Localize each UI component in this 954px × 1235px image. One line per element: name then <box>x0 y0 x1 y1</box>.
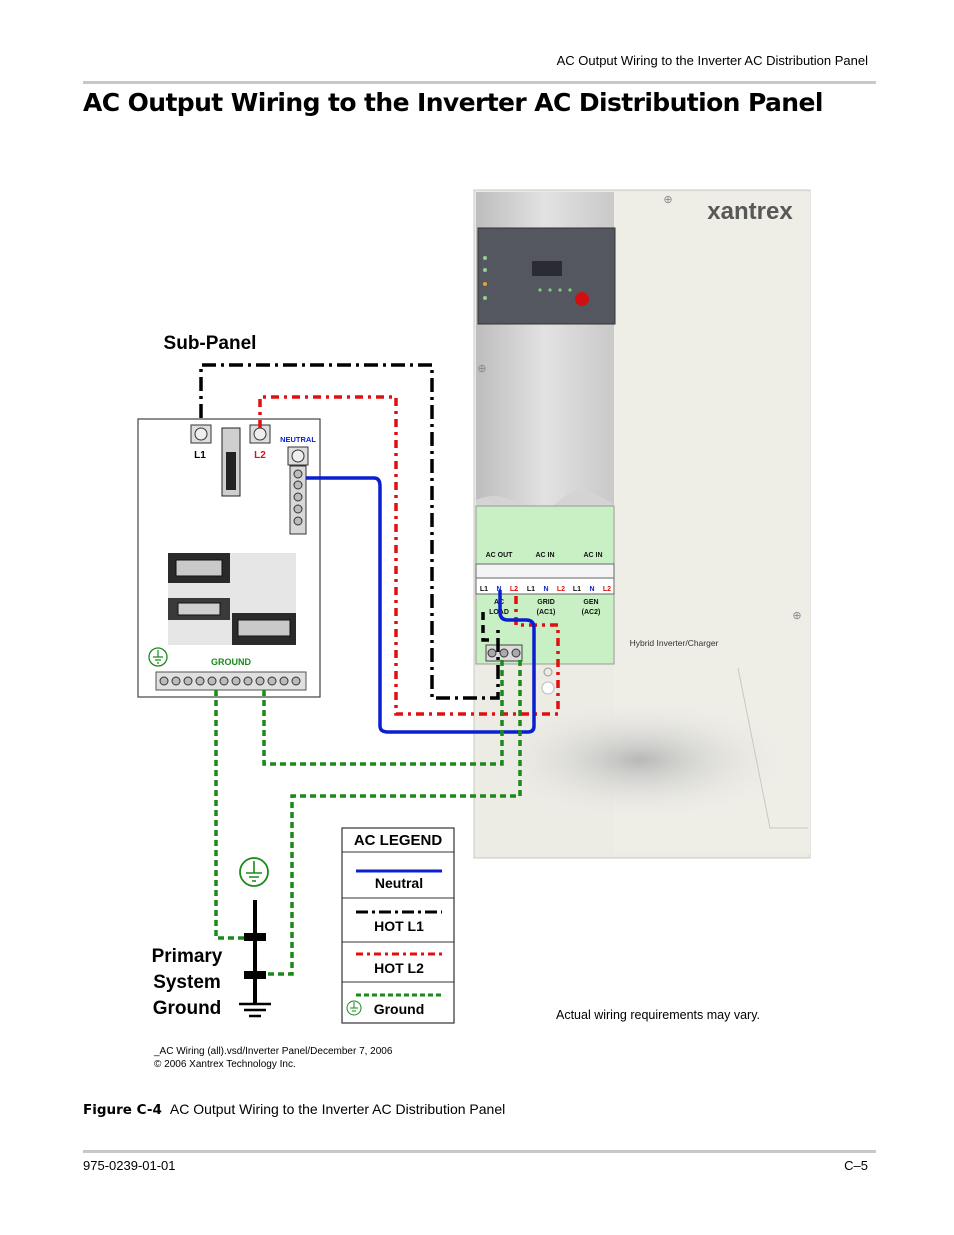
terminal-label: L1 <box>480 586 488 593</box>
legend-title: AC LEGEND <box>354 832 443 849</box>
terminal-label: N <box>496 586 501 593</box>
gen-label-1: GEN <box>583 599 598 606</box>
terminal-label: L1 <box>527 586 535 593</box>
ground-label-line-1: Primary <box>152 946 223 967</box>
neutral-wire <box>306 476 536 734</box>
inverter-unit: ⊕ ⊕ ⊕ <box>473 189 811 859</box>
ac-out-header: AC OUT <box>486 552 514 559</box>
svg-text:⊕: ⊕ <box>477 363 486 375</box>
ground-label-line-3: Ground <box>153 998 222 1019</box>
brand-logo: xantrex <box>707 198 793 225</box>
grid-label-2: (AC1) <box>537 609 556 616</box>
ac-legend <box>341 827 455 1024</box>
sub-panel <box>137 418 321 698</box>
terminal-label: L1 <box>573 586 581 593</box>
subpanel-l1-label: L1 <box>194 450 206 461</box>
legend-hot-l2-label: HOT L2 <box>374 960 424 976</box>
terminal-label: N <box>589 586 594 593</box>
file-info: _AC Wiring (all).vsd/Inverter Panel/Dece… <box>153 1046 393 1057</box>
ground-rod <box>239 857 271 1018</box>
ac-in-header-2: AC IN <box>583 552 602 559</box>
subpanel-l2-label: L2 <box>254 450 266 461</box>
terminal-label: N <box>543 586 548 593</box>
subpanel-title: Sub-Panel <box>164 333 257 354</box>
figure-caption-text: AC Output Wiring to the Inverter AC Dist… <box>169 1101 506 1117</box>
product-label: Hybrid Inverter/Charger <box>630 638 719 648</box>
hot-l1-wire <box>199 363 500 700</box>
hot-l2-wire <box>258 395 560 716</box>
wiring-note: Actual wiring requirements may vary. <box>556 1008 760 1022</box>
subpanel-neutral-label: NEUTRAL <box>280 435 316 444</box>
ground-label-line-2: System <box>153 972 221 993</box>
legend-ground-label: Ground <box>374 1001 425 1017</box>
doc-number: 975-0239-01-01 <box>83 1158 176 1173</box>
legend-hot-l1-label: HOT L1 <box>374 918 424 934</box>
grid-label-1: GRID <box>537 599 555 606</box>
ground-wire-inverter <box>260 660 522 976</box>
copyright: © 2006 Xantrex Technology Inc. <box>154 1059 296 1070</box>
terminal-label: L2 <box>510 586 518 593</box>
header-rule <box>83 81 876 84</box>
figure-caption: Figure C-4 AC Output Wiring to the Invert… <box>83 1101 505 1118</box>
footer-rule <box>83 1150 876 1153</box>
ac-in-header-1: AC IN <box>535 552 554 559</box>
gen-label-2: (AC2) <box>582 609 601 616</box>
ground-wire-subpanel <box>262 660 504 766</box>
running-header: AC Output Wiring to the Inverter AC Dist… <box>556 53 868 68</box>
terminal-labels: L1 N L2 L1 N L2 L1 N L2 <box>480 586 611 593</box>
svg-text:⊕: ⊕ <box>663 194 672 206</box>
page-number: C–5 <box>844 1158 868 1173</box>
legend-neutral-label: Neutral <box>375 875 423 891</box>
figure-caption-label: Figure C-4 <box>83 1102 162 1118</box>
subpanel-ground-label: GROUND <box>211 657 251 667</box>
ground-wire-primary <box>214 690 248 940</box>
svg-text:⊕: ⊕ <box>792 610 801 622</box>
terminal-label: L2 <box>603 586 611 593</box>
page-title: AC Output Wiring to the Inverter AC Dist… <box>83 88 823 117</box>
terminal-label: L2 <box>557 586 565 593</box>
